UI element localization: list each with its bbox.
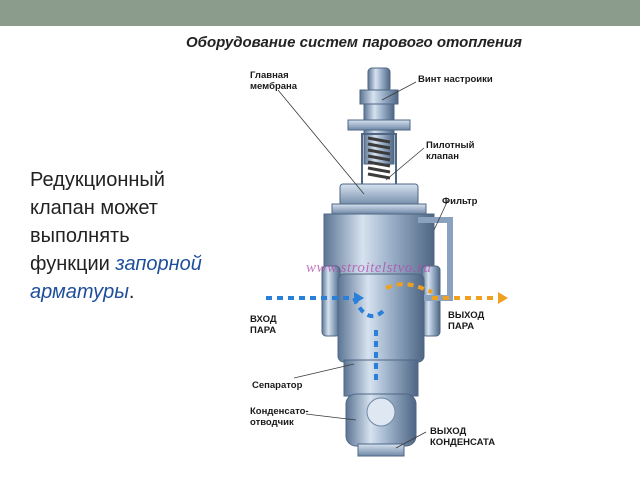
label-separator: Сепаратор bbox=[252, 380, 303, 391]
valve-diagram bbox=[266, 67, 508, 457]
highlight-text: запорной bbox=[115, 253, 202, 275]
spring bbox=[367, 136, 391, 180]
main-body bbox=[337, 273, 425, 363]
trap-float bbox=[366, 397, 396, 427]
label-filter: Фильтр bbox=[442, 196, 478, 207]
callout-lines bbox=[277, 81, 449, 449]
diaphragm-flange bbox=[331, 203, 427, 215]
description-fragment: функции bbox=[30, 253, 116, 275]
label-adjust-screw: Винт настроики bbox=[418, 74, 493, 85]
description-line: арматуры. bbox=[30, 278, 255, 306]
diaphragm-chamber bbox=[339, 183, 419, 207]
description-text: Редукционный клапан может выполнять функ… bbox=[30, 166, 255, 306]
label-steam-out: ВЫХОД ПАРА bbox=[448, 310, 485, 332]
top-bar bbox=[0, 0, 640, 26]
steam-outlet-arrows bbox=[385, 282, 498, 300]
description-line: функции запорной bbox=[30, 250, 255, 278]
label-condensate-trap: Конденсато- отводчик bbox=[250, 406, 309, 428]
label-main-membrane: Главная мембрана bbox=[250, 70, 298, 92]
adjust-screw-nut bbox=[359, 89, 399, 105]
trap-base bbox=[357, 443, 405, 457]
steam-outlet-arrowhead bbox=[498, 292, 508, 304]
description-line: Редукционный bbox=[30, 169, 165, 191]
highlight-text: арматуры bbox=[30, 281, 129, 303]
bonnet-flange bbox=[347, 119, 411, 131]
description-line: клапан может bbox=[30, 197, 158, 219]
label-steam-in: ВХОД ПАРА bbox=[250, 314, 277, 336]
page-title: Оборудование систем парового отопления bbox=[186, 34, 522, 51]
description-fragment: . bbox=[128, 281, 135, 303]
separator-body bbox=[343, 359, 419, 397]
adjust-screw-cap bbox=[367, 67, 391, 93]
description-line: выполнять bbox=[30, 225, 130, 247]
label-pilot-valve: Пилотный клапан bbox=[426, 140, 475, 162]
steam-inlet-arrows bbox=[266, 296, 388, 380]
watermark: www.stroitelstvo.ru bbox=[306, 260, 432, 276]
steam-inlet-arrowhead bbox=[354, 292, 364, 304]
label-condensate-out: ВЫХОД КОНДЕНСАТА bbox=[430, 426, 496, 448]
